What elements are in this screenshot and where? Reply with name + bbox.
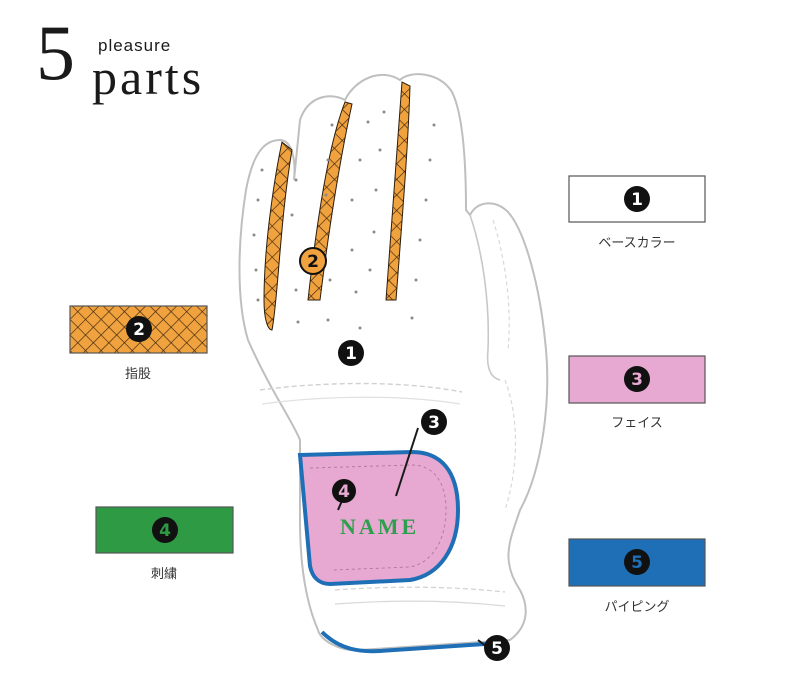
legend-label-4: 刺繍 bbox=[150, 567, 177, 582]
title-big-word: parts bbox=[92, 49, 205, 105]
title-small-word: pleasure bbox=[98, 36, 172, 55]
finger-gusset-3 bbox=[385, 81, 411, 301]
finger-gusset-1 bbox=[263, 141, 293, 331]
svg-text:2: 2 bbox=[307, 252, 319, 272]
legend-swatch-2: 2 bbox=[69, 305, 208, 354]
cuff-line bbox=[334, 600, 506, 607]
embroidery-name: NAME bbox=[340, 514, 419, 539]
legend-label-2: 指股 bbox=[124, 367, 151, 382]
palm-stitch bbox=[504, 379, 517, 511]
svg-text:4: 4 bbox=[159, 521, 171, 541]
svg-text:1: 1 bbox=[345, 344, 357, 364]
thumb-crease bbox=[469, 214, 501, 381]
svg-text:5: 5 bbox=[491, 639, 503, 659]
perforation-dots bbox=[252, 110, 436, 330]
legend-swatch-4: 4 bbox=[95, 506, 234, 554]
legend-label-1: ベースカラー bbox=[598, 236, 676, 251]
svg-text:1: 1 bbox=[631, 190, 643, 210]
legend-swatch-5: 5 bbox=[568, 538, 706, 587]
cuff-stitch bbox=[334, 586, 506, 593]
glove-marker-2: 2 bbox=[299, 247, 327, 275]
callout-line-3 bbox=[395, 427, 419, 497]
title-number: 5 bbox=[36, 9, 75, 96]
thumb-stitch bbox=[492, 219, 510, 351]
legend-swatch-1: 1 bbox=[568, 175, 706, 223]
glove-marker-4: 4 bbox=[332, 479, 356, 503]
legend-swatch-3: 3 bbox=[568, 355, 706, 404]
svg-text:4: 4 bbox=[338, 482, 350, 502]
cuff-piping bbox=[320, 630, 501, 654]
face-patch-stitch bbox=[309, 464, 447, 571]
legend-label-3: フェイス bbox=[611, 416, 663, 431]
palm-band-line bbox=[261, 396, 461, 405]
svg-text:5: 5 bbox=[631, 553, 643, 573]
legend-label-5: パイピング bbox=[604, 600, 670, 615]
glove-marker-1: 1 bbox=[338, 340, 364, 366]
palm-band-stitch bbox=[259, 382, 463, 393]
glove-marker-3: 3 bbox=[421, 409, 447, 435]
glove-marker-5: 5 bbox=[484, 635, 510, 661]
svg-text:3: 3 bbox=[631, 370, 643, 390]
svg-text:3: 3 bbox=[428, 413, 440, 433]
svg-text:2: 2 bbox=[133, 320, 145, 340]
